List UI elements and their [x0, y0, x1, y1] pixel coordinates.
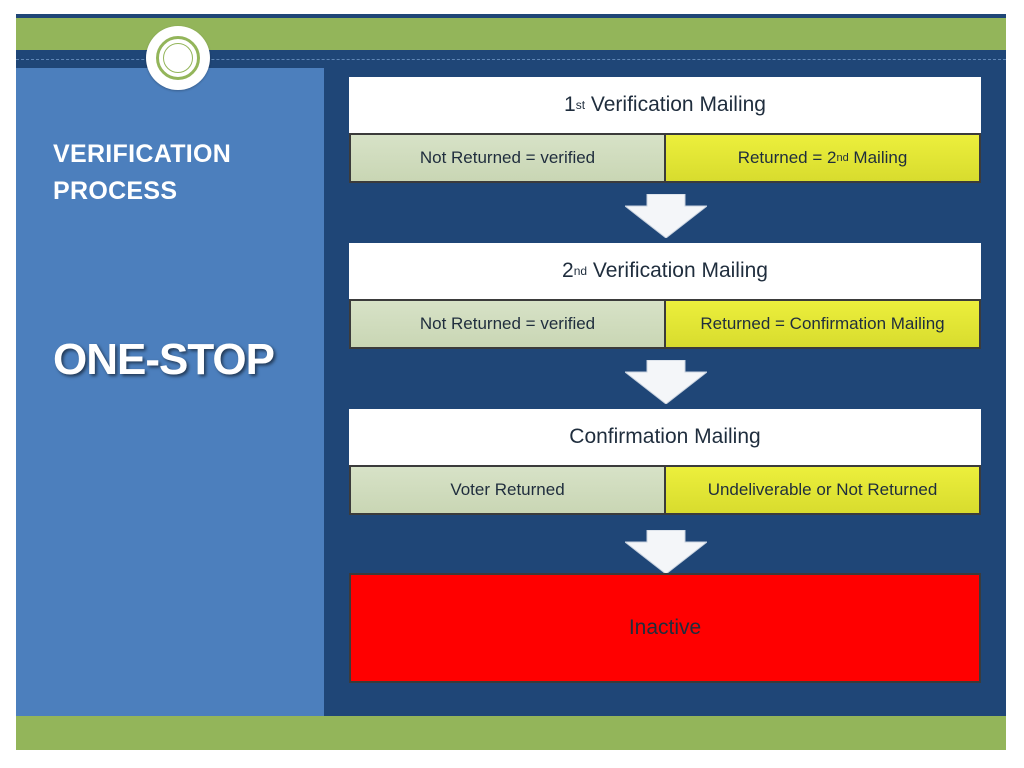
- down-arrow-icon: [625, 194, 707, 238]
- step-title-rest: Verification Mailing: [587, 259, 768, 282]
- down-arrow-icon: [625, 530, 707, 574]
- down-arrow-icon: [625, 360, 707, 404]
- outcome-not-returned: Not Returned = verified: [349, 133, 666, 183]
- outcome-rest: Mailing: [848, 148, 908, 167]
- outcome-prefix: Undeliverable or Not Returned: [707, 480, 938, 499]
- outcome-voter-returned: Voter Returned: [349, 465, 666, 515]
- inactive-label: Inactive: [628, 616, 702, 639]
- outcome-label: Not Returned = verified: [419, 314, 596, 333]
- emblem-ring: [156, 36, 200, 80]
- step-title-prefix: 1: [564, 93, 576, 116]
- top-strip: [16, 14, 1006, 18]
- outcome-prefix: Returned = 2: [737, 148, 837, 167]
- step-2-outcomes: Not Returned = verified Returned = Confi…: [349, 299, 981, 349]
- step-3: Confirmation Mailing Voter Returned Unde…: [349, 409, 981, 515]
- circle-emblem-icon: [146, 26, 210, 90]
- step-3-outcomes: Voter Returned Undeliverable or Not Retu…: [349, 465, 981, 515]
- section-title: VERIFICATION PROCESS: [53, 140, 232, 205]
- outcome-label: Not Returned = verified: [419, 148, 596, 167]
- step-3-title: Confirmation Mailing: [349, 409, 981, 465]
- outcome-not-returned: Not Returned = verified: [349, 299, 666, 349]
- left-panel: [16, 68, 324, 716]
- inactive-box: Inactive: [349, 573, 981, 683]
- outcome-returned: Returned = Confirmation Mailing: [666, 299, 981, 349]
- step-title-prefix: Confirmation Mailing: [569, 425, 761, 448]
- dashed-divider: [16, 59, 1006, 60]
- outcome-label: Voter Returned: [450, 480, 565, 499]
- bottom-green-band: [16, 716, 1006, 750]
- outcome-prefix: Returned = Confirmation Mailing: [700, 314, 945, 333]
- section-subtitle: ONE-STOP: [53, 335, 275, 384]
- step-title-prefix: 2: [562, 259, 574, 282]
- step-title-rest: Verification Mailing: [585, 93, 766, 116]
- outcome-undeliverable: Undeliverable or Not Returned: [666, 465, 981, 515]
- emblem-inner-ring: [163, 43, 193, 73]
